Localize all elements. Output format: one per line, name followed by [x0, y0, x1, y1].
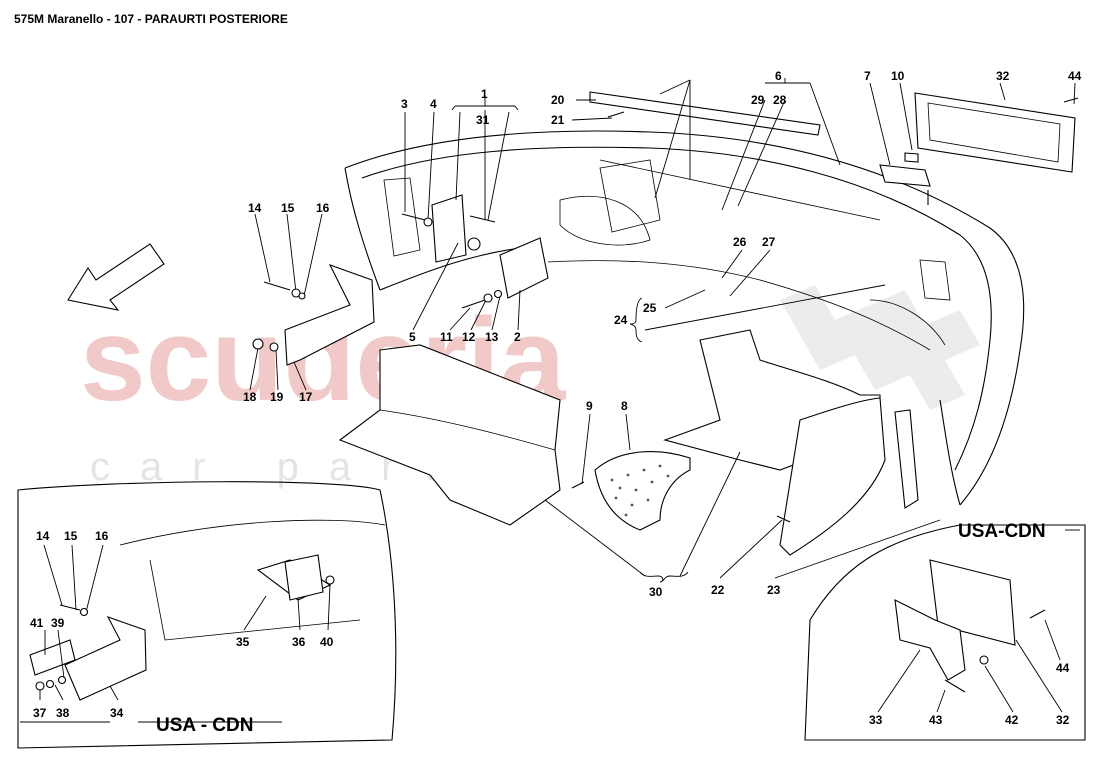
callout-34: 34: [110, 706, 124, 720]
mesh-grille-8: [594, 451, 691, 531]
rear-bumper-shell: [344, 130, 1025, 506]
callout-5: 5: [409, 330, 416, 344]
top-strip-20: [589, 91, 821, 136]
callout-23: 23: [767, 583, 781, 597]
region-label-usa-cdn: USA-CDN: [958, 521, 1046, 542]
bracket-33: [894, 599, 966, 681]
callout-22: 22: [711, 583, 725, 597]
callout-35: 35: [236, 635, 250, 649]
side-panel-23: [779, 397, 886, 556]
callout-27: 27: [762, 235, 776, 249]
callout-28: 28: [773, 93, 787, 107]
callout-14: 14: [248, 201, 262, 215]
callout-37: 37: [33, 706, 47, 720]
callout-2: 2: [514, 330, 521, 344]
callout-13: 13: [485, 330, 499, 344]
callout-17: 17: [299, 390, 313, 404]
mesh-pattern: [610, 464, 670, 517]
callout-44: 44: [1068, 69, 1082, 83]
callout-41: 41: [30, 616, 44, 630]
callout-9: 9: [586, 399, 593, 413]
callout-40: 40: [320, 635, 334, 649]
callout-8: 8: [621, 399, 628, 413]
direction-arrow: [67, 243, 165, 311]
callout-24: 24: [614, 313, 628, 327]
callout-38: 38: [56, 706, 70, 720]
page-title: 575M Maranello - 107 - PARAURTI POSTERIO…: [14, 12, 288, 26]
inset-usa-cdn-left: [17, 481, 397, 749]
mount-block-31: [431, 194, 467, 263]
callout-6: 6: [775, 69, 782, 83]
callout-43: 43: [929, 713, 943, 727]
callout-12: 12: [462, 330, 476, 344]
callout-inset-14: 14: [36, 529, 50, 543]
callout-1: 1: [481, 87, 488, 101]
callout-29: 29: [751, 93, 765, 107]
bracket-17: [284, 264, 375, 366]
callout-inset-16: 16: [95, 529, 109, 543]
callout-7: 7: [864, 69, 871, 83]
callout-31: 31: [476, 113, 490, 127]
callout-16: 16: [316, 201, 330, 215]
callout-33: 33: [869, 713, 883, 727]
callout-25: 25: [643, 301, 657, 315]
callout-42: 42: [1005, 713, 1019, 727]
callout-30: 30: [649, 585, 663, 599]
callout-26: 26: [733, 235, 747, 249]
callout-39: 39: [51, 616, 65, 630]
bracket-41: [29, 639, 76, 676]
damper-36: [284, 554, 324, 601]
checkered-flag-watermark: [780, 285, 980, 410]
callout-15: 15: [281, 201, 295, 215]
region-label-usa-cdn-inset: USA - CDN: [156, 715, 253, 736]
callout-4: 4: [430, 97, 437, 111]
callout-36: 36: [292, 635, 306, 649]
callout-11: 11: [440, 330, 453, 344]
callout-10: 10: [891, 69, 905, 83]
callout-labels: 1 2 3 4 5 6 7 8 9 10 11 12 13 14 15 16 1…: [30, 69, 1082, 736]
inset-usa-cdn-right: [804, 524, 1086, 741]
callout-21: 21: [551, 113, 565, 127]
plate-light-7: [879, 164, 931, 187]
callout-inset-15: 15: [64, 529, 78, 543]
fasteners: [35, 97, 1079, 693]
callout-inset-44: 44: [1056, 661, 1070, 675]
callout-inset-32: 32: [1056, 713, 1070, 727]
callout-18: 18: [243, 390, 257, 404]
bracket-2: [499, 237, 549, 299]
strip: [894, 409, 919, 509]
bulb-10: [904, 152, 919, 163]
bracket-34: [64, 616, 147, 701]
plate-frame-32: [914, 92, 1076, 173]
callout-32: 32: [996, 69, 1010, 83]
callout-19: 19: [270, 390, 284, 404]
callout-3: 3: [401, 97, 408, 111]
plate-frame-32-usa: [929, 559, 1016, 646]
leader-lines: [20, 78, 1080, 723]
callout-20: 20: [551, 93, 565, 107]
